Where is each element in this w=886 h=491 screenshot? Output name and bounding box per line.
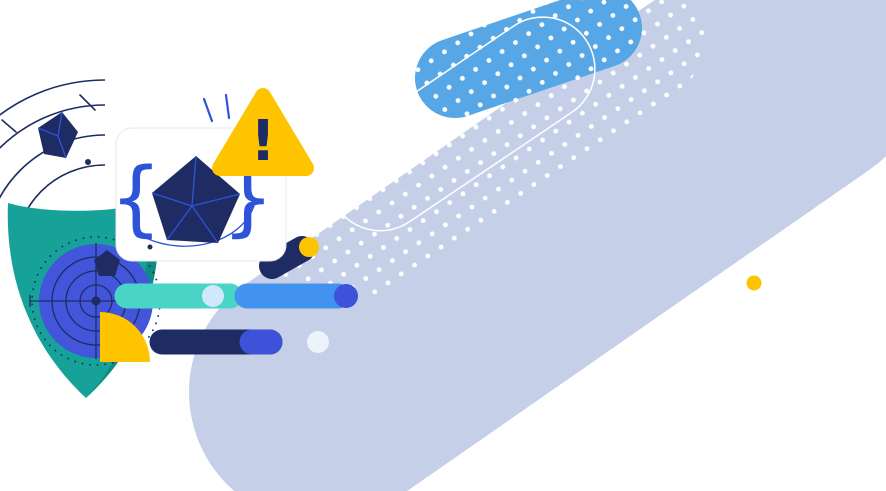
octahedron-facets [151, 155, 241, 244]
card-accent-dot [147, 244, 153, 250]
dot-band [250, 0, 705, 300]
comet-head-dot [299, 237, 319, 257]
comet-pill [259, 236, 319, 279]
pale-blue-dot [202, 285, 224, 307]
comet-body [259, 236, 315, 279]
indigo-dot [334, 284, 358, 308]
bar-row-2 [149, 329, 329, 355]
warning-mark: ! [250, 109, 276, 174]
warning-triangle-icon: ! [212, 88, 314, 176]
brace-left: { [110, 151, 162, 246]
gem-orbit-arc [145, 205, 255, 247]
ripple-arc [0, 104, 106, 150]
warning-triangle-body [212, 88, 314, 176]
ripple-tick [79, 94, 96, 111]
white-dot [307, 331, 329, 353]
octahedron-icon [152, 156, 240, 243]
ripple-arc [0, 134, 106, 200]
gem-dot [85, 159, 91, 165]
lavender-pill [189, 0, 886, 491]
floating-gem-icon [37, 111, 91, 165]
gem-facets [37, 111, 67, 159]
radar-pentagon [94, 250, 120, 276]
radar-center-dot [91, 296, 101, 306]
bar-row-1 [114, 283, 358, 309]
outline-pill [327, 16, 596, 232]
outline-pill-rect [327, 16, 596, 232]
ripple-tick [1, 119, 17, 133]
accent-dot-yellow [746, 275, 762, 291]
ripple-arc [0, 79, 106, 116]
alert-spark-lines [202, 93, 231, 123]
yellow-quarter [100, 312, 150, 362]
